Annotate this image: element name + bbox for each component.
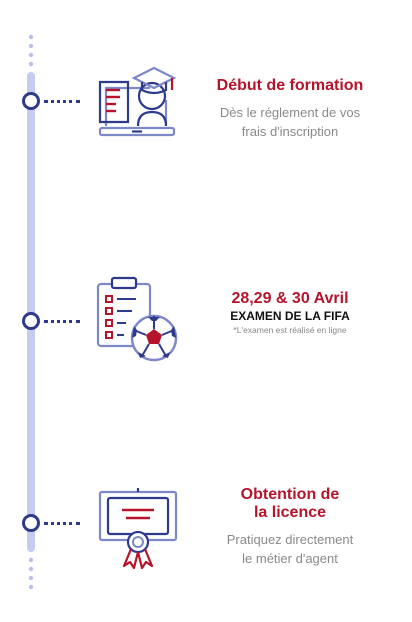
step-subtitle: EXAMEN DE LA FIFA — [230, 309, 350, 323]
step-description: Dès le réglement de vos frais d'inscript… — [200, 103, 380, 141]
timeline-node — [22, 92, 40, 110]
connector-dots — [44, 522, 80, 525]
graduation-laptop-icon — [98, 66, 177, 137]
step-description-line: Dès le réglement de vos — [219, 105, 361, 120]
clipboard-football-icon — [96, 276, 178, 362]
connector-dots — [44, 100, 80, 103]
connector-dots — [44, 320, 80, 323]
step-date: 28,29 & 30 Avril — [231, 290, 349, 307]
step-title-line: Obtention de — [240, 486, 340, 503]
timeline-dots-top — [28, 34, 34, 67]
step-description-line: frais d'inscription — [241, 124, 339, 139]
step-description: Pratiquez directement le métier d'agent — [200, 530, 380, 568]
step-note: *L'examen est réalisé en ligne — [233, 325, 347, 335]
step-text: 28,29 & 30 Avril EXAMEN DE LA FIFA *L'ex… — [200, 290, 380, 336]
step-description-line: le métier d'agent — [242, 551, 338, 566]
step-title: Début de formation — [216, 77, 364, 94]
timeline-dots-bottom — [28, 557, 34, 590]
step-text: Début de formation Dès le réglement de v… — [200, 77, 380, 141]
step-description-line: Pratiquez directement — [226, 532, 354, 547]
step-title: Obtention de la licence — [200, 486, 380, 522]
step-text: Obtention de la licence Pratiquez direct… — [200, 486, 380, 568]
timeline-node — [22, 514, 40, 532]
timeline-node — [22, 312, 40, 330]
step-title-line: la licence — [253, 504, 327, 521]
certificate-icon — [98, 488, 178, 570]
